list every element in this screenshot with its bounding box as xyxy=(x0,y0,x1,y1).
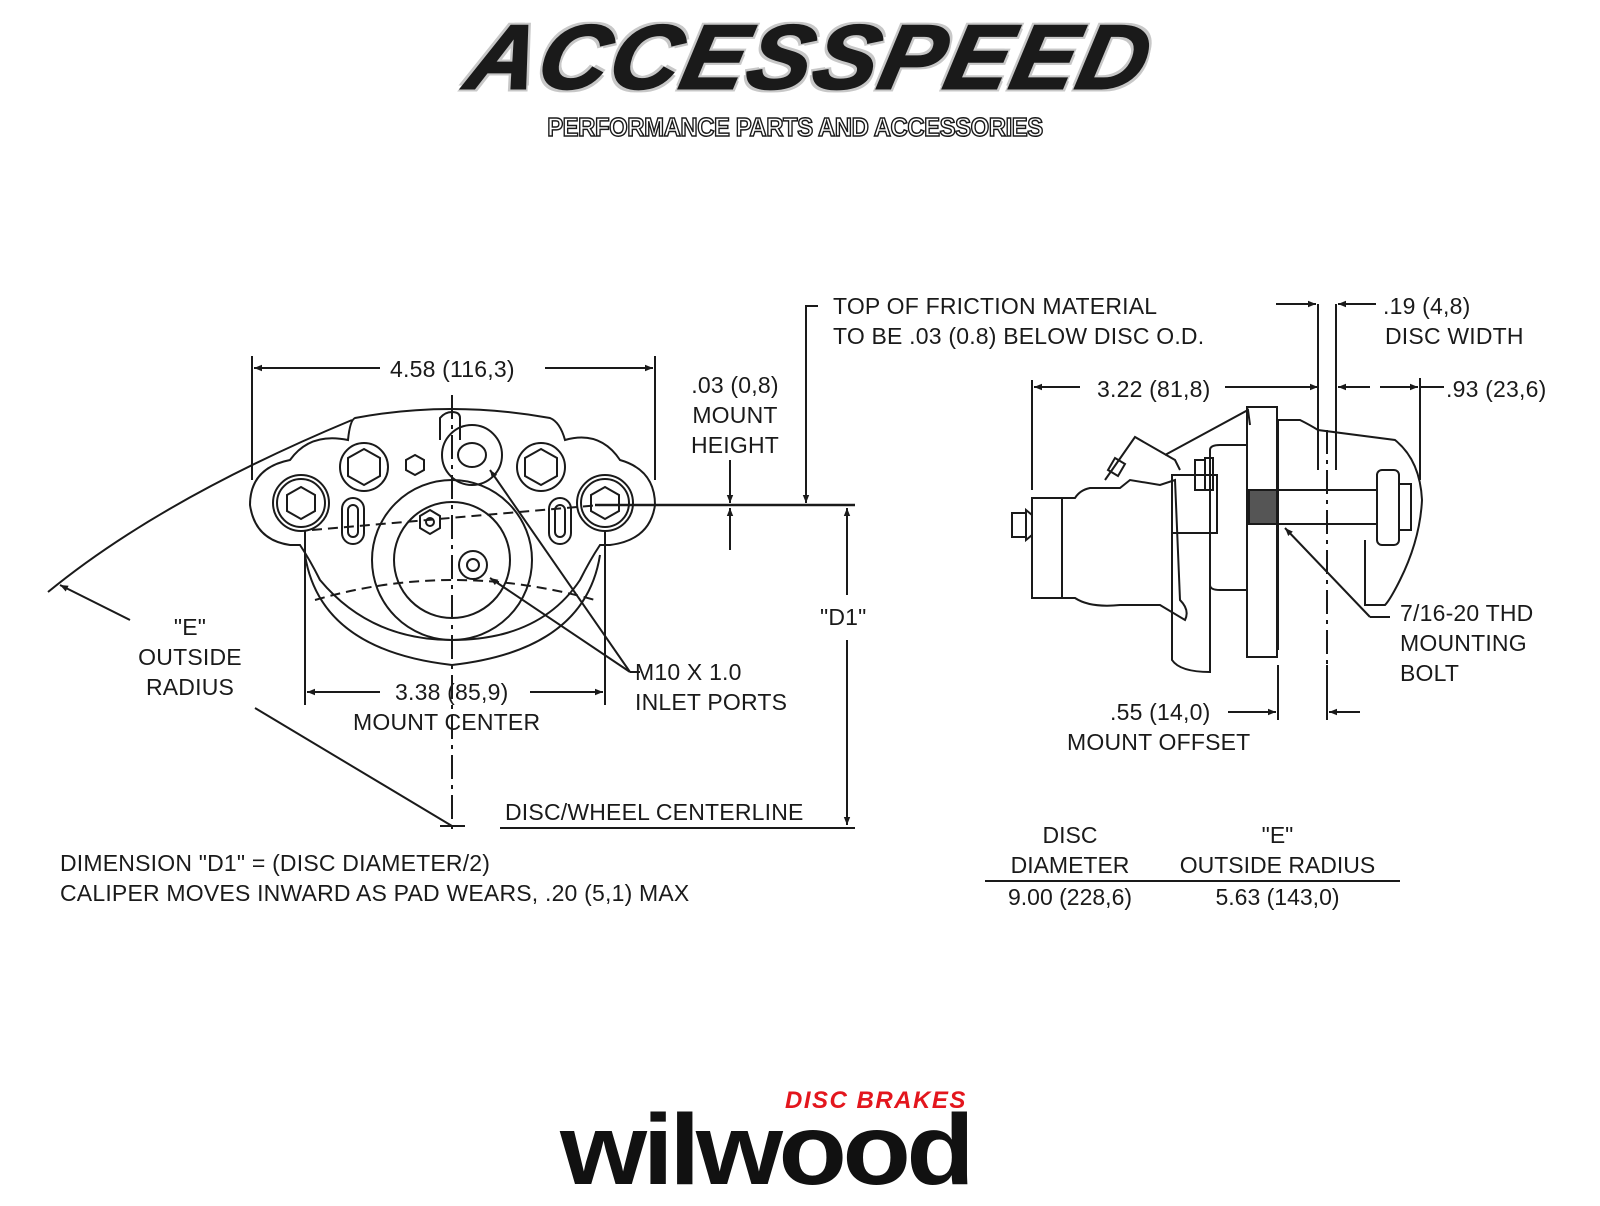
mount-bolt-left-hex xyxy=(286,485,316,521)
mount-height-line1: MOUNT xyxy=(692,402,778,428)
mount-bolt-right-outer xyxy=(576,474,634,532)
inlet-port-upper-ring xyxy=(441,424,503,486)
note-line1: DIMENSION "D1" = (DISC DIAMETER/2) xyxy=(60,850,491,876)
pad-dashed-line xyxy=(311,504,601,531)
friction-leader xyxy=(802,305,818,503)
inlet-port-upper xyxy=(457,442,487,468)
bolt-line1: 7/16-20 THD xyxy=(1400,600,1534,626)
nut-top xyxy=(405,453,425,477)
inlet-port-lower xyxy=(466,558,480,572)
brand-tagline: PERFORMANCE PARTS AND ACCESSORIES xyxy=(546,111,1043,143)
bracket-arm xyxy=(1104,435,1181,481)
mount-bolt-right-inner xyxy=(580,478,630,528)
wilwood-wordmark: wilwood xyxy=(560,1094,975,1206)
mount-offset-value: .55 (14,0) xyxy=(1110,699,1211,725)
overall-width-label: 4.58 (116,3) xyxy=(390,356,515,382)
outside-radius-leader xyxy=(59,584,131,621)
caliper-side-body xyxy=(1062,478,1188,622)
depth-label: 3.22 (81,8) xyxy=(1097,376,1211,402)
mount-height-value: .03 (0,8) xyxy=(691,372,779,398)
friction-note-line1: TOP OF FRICTION MATERIAL xyxy=(833,293,1158,319)
slot-right xyxy=(548,497,572,545)
outside-radius-arc xyxy=(47,419,353,593)
spec-header-radius: "E" OUTSIDE RADIUS xyxy=(1155,820,1400,882)
upper-bolt-left-ring xyxy=(339,442,389,492)
front-view xyxy=(47,305,855,830)
disc-width-label: DISC WIDTH xyxy=(1385,323,1524,349)
mount-offset-label: MOUNT OFFSET xyxy=(1067,729,1251,755)
slot-left xyxy=(341,497,365,545)
caliper-body-outline xyxy=(248,408,657,642)
centerline-label: DISC/WHEEL CENTERLINE xyxy=(505,799,804,825)
spec-header-disc: DISC DIAMETER xyxy=(985,820,1155,882)
mounting-bolt-thread xyxy=(1248,489,1278,525)
upper-bolt-left-hex xyxy=(347,447,381,487)
nut-center xyxy=(419,508,441,536)
mounting-bracket xyxy=(1246,406,1278,658)
mount-center-value: 3.38 (85,9) xyxy=(395,679,509,705)
spec-outside-radius: 5.63 (143,0) xyxy=(1215,884,1340,910)
spec-disc-diameter: 9.00 (228,6) xyxy=(1007,884,1133,910)
bolt-line2: MOUNTING xyxy=(1400,630,1527,656)
inlet-port-lower-ring xyxy=(458,550,488,580)
spec-table: DISC DIAMETER "E" OUTSIDE RADIUS 9.00 (2… xyxy=(985,820,1400,912)
mounting-bolt-head xyxy=(1376,469,1400,546)
outer-dimension-label: .93 (23,6) xyxy=(1446,376,1547,402)
mount-bolt-left-inner xyxy=(276,478,326,528)
piston-housing xyxy=(1031,497,1063,599)
note-line2: CALIPER MOVES INWARD AS PAD WEARS, .20 (… xyxy=(60,880,690,906)
slot-right-inner xyxy=(554,504,566,538)
spec-row: 9.00 (228,6) 5.63 (143,0) xyxy=(985,881,1400,912)
outside-radius-line1: "E" xyxy=(173,614,207,640)
bolt-line3: BOLT xyxy=(1400,660,1460,686)
mount-height-line2: HEIGHT xyxy=(690,432,780,458)
disc-width-value: .19 (4,8) xyxy=(1383,293,1471,319)
upper-bolt-right-ring xyxy=(516,442,566,492)
inlet-leader-2 xyxy=(489,577,631,673)
inlet-leader-1 xyxy=(489,469,631,673)
d1-label: "D1" xyxy=(820,602,867,632)
pad-dashed-arc xyxy=(314,579,596,601)
slot-left-inner xyxy=(347,504,359,538)
inlet-ports-line1: M10 X 1.0 xyxy=(635,659,742,685)
wilwood-subtitle: DISC BRAKES xyxy=(785,1087,967,1114)
side-view xyxy=(1011,300,1444,720)
radius-leader-bottom xyxy=(254,707,453,827)
mount-center-label: MOUNT CENTER xyxy=(353,709,541,735)
inlet-ports-line2: INLET PORTS xyxy=(635,689,788,715)
mount-bolt-left-outer xyxy=(272,474,330,532)
mount-bolt-right-hex xyxy=(590,485,620,521)
outside-radius-line3: RADIUS xyxy=(145,674,235,700)
friction-note-line2: TO BE .03 (0.8) BELOW DISC O.D. xyxy=(833,323,1205,349)
bleeder-top xyxy=(1106,456,1127,478)
upper-bolt-right-hex xyxy=(524,447,558,487)
bleeder-side xyxy=(1011,512,1027,538)
outside-radius-line2: OUTSIDE xyxy=(138,644,242,670)
